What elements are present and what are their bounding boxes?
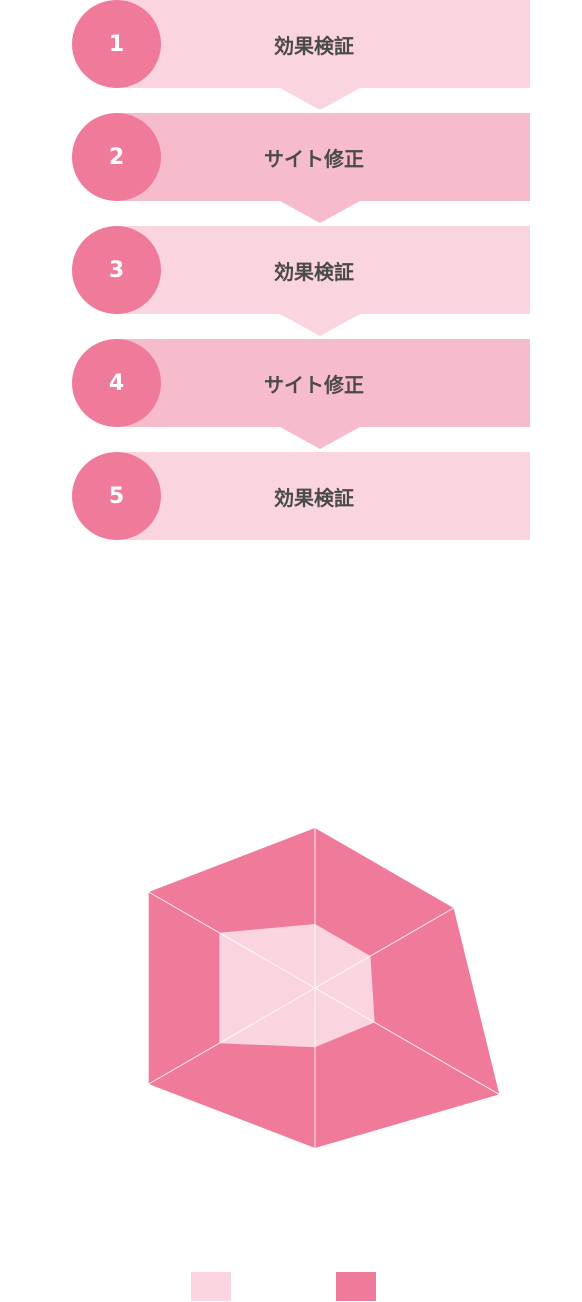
step-3-arrow-icon bbox=[280, 314, 360, 336]
step-3-number: 3 bbox=[72, 226, 161, 314]
step-2: 2 サイト修正 bbox=[72, 113, 530, 223]
step-5-bar bbox=[116, 452, 530, 540]
step-5: 5 効果検証 bbox=[72, 452, 530, 540]
radar-spoke-6 bbox=[148, 891, 316, 989]
radar-spoke-5 bbox=[148, 987, 316, 1085]
step-4-label: サイト修正 bbox=[264, 372, 364, 397]
step-3-label: 効果検証 bbox=[274, 259, 354, 284]
step-2-bar bbox=[116, 113, 530, 201]
step-3: 3 効果検証 bbox=[72, 226, 530, 336]
step-1-arrow-icon bbox=[280, 88, 360, 110]
radar-spokes bbox=[148, 828, 500, 1148]
step-2-label: サイト修正 bbox=[264, 146, 364, 171]
step-1-number: 1 bbox=[72, 0, 161, 88]
step-1-bar bbox=[116, 0, 530, 88]
chart-legend bbox=[0, 1272, 582, 1302]
step-3-bar bbox=[116, 226, 530, 314]
step-2-arrow-icon bbox=[280, 201, 360, 223]
step-5-label: 効果検証 bbox=[274, 485, 354, 510]
step-1-label: 効果検証 bbox=[274, 33, 354, 58]
radar-spoke-2 bbox=[314, 907, 454, 989]
step-5-number: 5 bbox=[72, 452, 161, 540]
radar-spoke-3 bbox=[314, 987, 500, 1095]
legend-swatch-outer bbox=[336, 1272, 376, 1301]
step-4-bar bbox=[116, 339, 530, 427]
step-4-arrow-icon bbox=[280, 427, 360, 449]
radar-chart bbox=[148, 828, 500, 1148]
step-4-number: 4 bbox=[72, 339, 161, 427]
legend-swatch-inner bbox=[191, 1272, 231, 1301]
step-1: 1 効果検証 bbox=[72, 0, 530, 110]
step-2-number: 2 bbox=[72, 113, 161, 201]
step-4: 4 サイト修正 bbox=[72, 339, 530, 449]
